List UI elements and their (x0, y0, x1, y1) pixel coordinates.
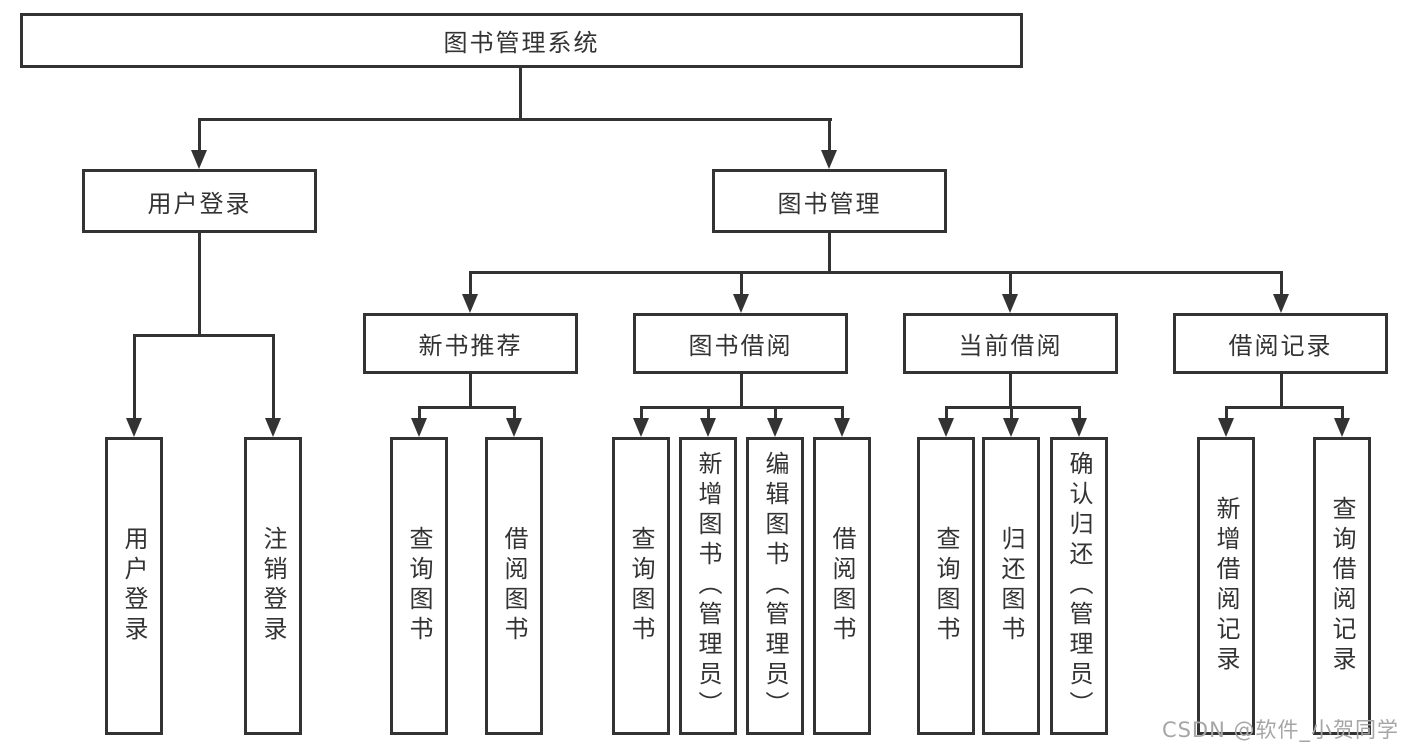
arrow-down-icon (938, 418, 954, 437)
connector-line (1225, 406, 1342, 409)
leaf-newbook-borrow-books: 借阅图书 (485, 437, 543, 735)
connector-line (198, 118, 201, 151)
arrow-down-icon (733, 294, 749, 313)
arrow-down-icon (1071, 418, 1087, 437)
arrow-down-icon (767, 418, 783, 437)
leaf-newbook-query-books-label: 查询图书 (405, 526, 433, 646)
connector-line (418, 406, 421, 419)
connector-line (1078, 406, 1081, 419)
connector-line (513, 406, 516, 419)
connector-line (841, 406, 844, 419)
connector-line (1280, 374, 1283, 407)
leaf-borrow-borrow-books: 借阅图书 (813, 437, 871, 735)
arrow-down-icon (821, 150, 837, 169)
connector-line (198, 118, 832, 121)
connector-line (1009, 374, 1012, 407)
leaf-current-confirm-return: 确认归还（管理员） (1050, 437, 1108, 735)
arrow-down-icon (411, 418, 427, 437)
node-root: 图书管理系统 (20, 13, 1023, 68)
connector-line (519, 68, 522, 120)
connector-line (640, 406, 643, 419)
arrow-down-icon (1334, 418, 1350, 437)
leaf-records-add-record: 新增借阅记录 (1197, 437, 1255, 735)
leaf-newbook-query-books: 查询图书 (390, 437, 448, 735)
leaf-borrow-edit-books-label: 编辑图书（管理员） (761, 451, 789, 721)
connector-line (1009, 271, 1012, 295)
node-current-borrow: 当前借阅 (903, 313, 1118, 374)
connector-line (469, 271, 472, 295)
node-borrow-records: 借阅记录 (1173, 313, 1388, 374)
leaf-current-return-books-label: 归还图书 (997, 526, 1025, 646)
connector-line (774, 406, 777, 419)
arrow-down-icon (462, 294, 478, 313)
connector-line (707, 406, 710, 419)
connector-line (740, 271, 743, 295)
connector-line (945, 406, 948, 419)
connector-line (1010, 406, 1013, 419)
arrow-down-icon (126, 418, 142, 437)
node-book-management-label: 图书管理 (777, 189, 882, 218)
leaf-user-login: 用户登录 (105, 437, 163, 735)
arrow-down-icon (1218, 418, 1234, 437)
node-user-login-label: 用户登录 (147, 189, 252, 218)
connector-line (198, 233, 201, 336)
leaf-user-login-label: 用户登录 (120, 526, 148, 646)
node-current-borrow-label: 当前借阅 (958, 332, 1063, 360)
leaf-current-return-books: 归还图书 (982, 437, 1040, 735)
arrow-down-icon (834, 418, 850, 437)
connector-line (133, 334, 275, 337)
connector-line (469, 374, 472, 407)
node-user-login: 用户登录 (82, 169, 317, 233)
leaf-current-query-books: 查询图书 (917, 437, 975, 735)
node-new-book-recommend: 新书推荐 (363, 313, 578, 374)
connector-line (828, 118, 831, 151)
leaf-borrow-add-books: 新增图书（管理员） (679, 437, 737, 735)
connector-line (640, 406, 842, 409)
leaf-current-confirm-return-label: 确认归还（管理员） (1065, 451, 1093, 721)
connector-line (828, 233, 831, 273)
node-borrow-records-label: 借阅记录 (1228, 332, 1333, 360)
leaf-borrow-borrow-books-label: 借阅图书 (828, 526, 856, 646)
arrow-down-icon (700, 418, 716, 437)
leaf-borrow-edit-books: 编辑图书（管理员） (746, 437, 804, 735)
leaf-borrow-query-books-label: 查询图书 (627, 526, 655, 646)
leaf-records-add-record-label: 新增借阅记录 (1212, 496, 1240, 676)
connector-line (1225, 406, 1228, 419)
node-book-borrow: 图书借阅 (633, 313, 848, 374)
node-book-borrow-label: 图书借阅 (688, 332, 793, 360)
leaf-logout: 注销登录 (244, 437, 302, 735)
leaf-records-query-record-label: 查询借阅记录 (1328, 496, 1356, 676)
connector-line (418, 406, 515, 409)
connector-line (1280, 271, 1283, 295)
connector-line (1341, 406, 1344, 419)
node-new-book-recommend-label: 新书推荐 (418, 332, 523, 360)
leaf-logout-label: 注销登录 (259, 526, 287, 646)
csdn-watermark: CSDN @软件_小贺同学 (1161, 718, 1399, 742)
arrow-down-icon (506, 418, 522, 437)
connector-line (469, 271, 1282, 274)
leaf-borrow-add-books-label: 新增图书（管理员） (694, 451, 722, 721)
arrow-down-icon (191, 150, 207, 169)
node-book-management: 图书管理 (712, 169, 947, 233)
arrow-down-icon (265, 418, 281, 437)
leaf-records-query-record: 查询借阅记录 (1313, 437, 1371, 735)
arrow-down-icon (1003, 418, 1019, 437)
leaf-borrow-query-books: 查询图书 (612, 437, 670, 735)
connector-line (272, 334, 275, 419)
leaf-current-query-books-label: 查询图书 (932, 526, 960, 646)
node-root-label: 图书管理系统 (443, 29, 600, 57)
connector-line (740, 374, 743, 407)
arrow-down-icon (1273, 294, 1289, 313)
arrow-down-icon (633, 418, 649, 437)
leaf-newbook-borrow-books-label: 借阅图书 (500, 526, 528, 646)
arrow-down-icon (1002, 294, 1018, 313)
connector-line (133, 334, 136, 419)
